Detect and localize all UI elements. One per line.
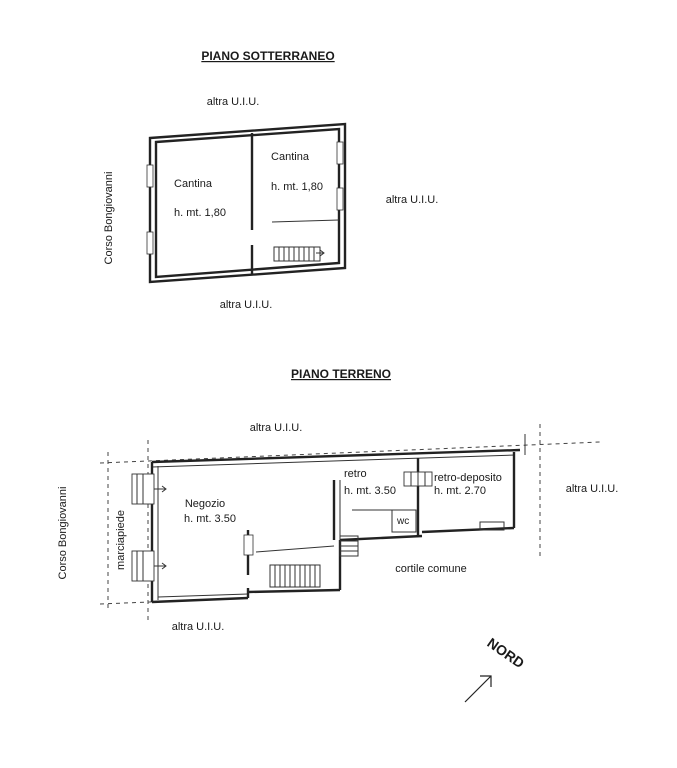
compass: NORD <box>464 635 527 703</box>
basement-south-neighbor: altra U.I.U. <box>220 299 273 311</box>
back-room-height: h. mt. 3.50 <box>344 485 396 497</box>
shop-name: Negozio <box>185 498 225 510</box>
basement-street-label: Corso Bongiovanni <box>103 172 115 265</box>
ground-street-openings <box>131 471 433 582</box>
ground-boundaries <box>99 424 601 622</box>
storage-height: h. mt. 2.70 <box>434 485 486 497</box>
ground-floor-plan: PIANO TERRENO altra U.I.U. altra U.I.U. … <box>57 367 618 633</box>
wc-label: wc <box>396 516 409 527</box>
basement-stairs <box>273 246 325 262</box>
basement-room-left-name: Cantina <box>174 178 213 190</box>
basement-plan: PIANO SOTTERRANEO altra U.I.U. altra U.I… <box>103 49 438 311</box>
storage-name: retro-deposito <box>434 472 502 484</box>
courtyard-label: cortile comune <box>395 563 467 575</box>
ground-sidewalk-label: marciapiede <box>115 510 127 570</box>
nord-label: NORD <box>484 635 527 672</box>
basement-room-right-height: h. mt. 1,80 <box>271 181 323 193</box>
north-arrow-icon <box>464 675 492 703</box>
shop-height: h. mt. 3.50 <box>184 513 236 525</box>
basement-walls <box>146 122 347 284</box>
ground-north-neighbor: altra U.I.U. <box>250 422 303 434</box>
ground-stairs <box>269 521 505 588</box>
ground-heading: PIANO TERRENO <box>291 367 391 381</box>
basement-north-neighbor: altra U.I.U. <box>207 96 260 108</box>
basement-east-neighbor: altra U.I.U. <box>386 194 439 206</box>
ground-east-neighbor: altra U.I.U. <box>566 483 619 495</box>
back-room-name: retro <box>344 468 367 480</box>
ground-street-label: Corso Bongiovanni <box>57 487 69 580</box>
basement-heading: PIANO SOTTERRANEO <box>201 49 334 63</box>
ground-south-neighbor: altra U.I.U. <box>172 621 225 633</box>
basement-room-left-height: h. mt. 1,80 <box>174 207 226 219</box>
basement-room-right-name: Cantina <box>271 151 310 163</box>
